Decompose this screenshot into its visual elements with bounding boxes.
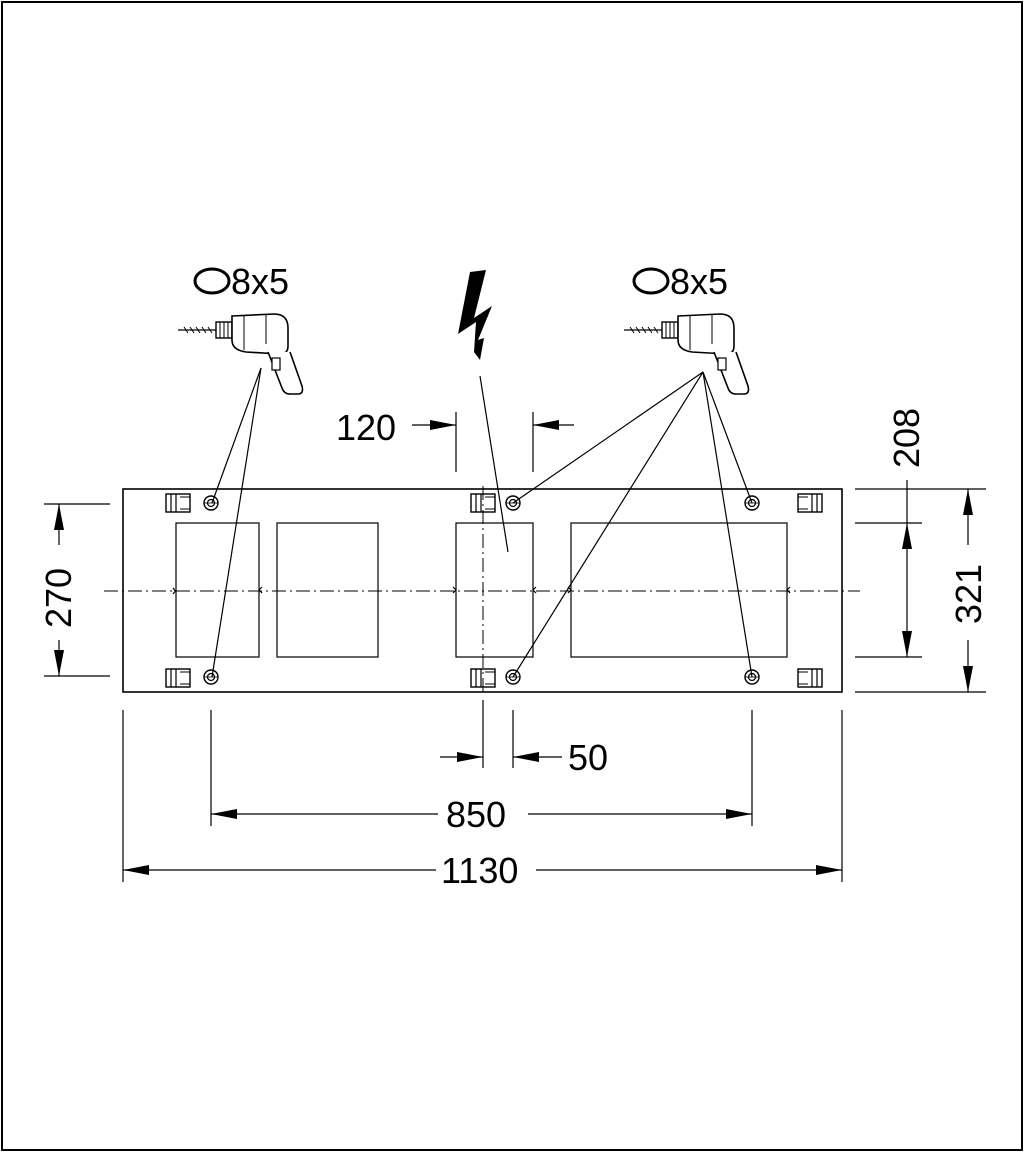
drill-label-right: 8x5: [670, 261, 728, 302]
oval-hole-icon: [193, 267, 231, 295]
svg-text:1130: 1130: [441, 850, 518, 891]
clip-icon: [797, 668, 823, 688]
dimension-208: 208: [855, 408, 986, 693]
cutout-2: [276, 522, 379, 658]
svg-text:850: 850: [446, 794, 506, 835]
cutout-3: [455, 522, 534, 658]
dimension-50: 50: [440, 737, 608, 778]
leader-lines-left: [211, 367, 262, 678]
drill-callout-right: 8x5: [623, 261, 750, 395]
drill-callout-left: 8x5: [177, 261, 304, 395]
svg-text:120: 120: [336, 407, 396, 448]
svg-text:208: 208: [886, 408, 927, 468]
lightning-bolt-icon: [458, 270, 492, 360]
screw-icon: [203, 669, 219, 685]
oval-hole-icon: [632, 267, 670, 295]
dimension-321: 321: [948, 489, 989, 692]
clip-icon: [165, 493, 191, 513]
leader-line-electrical: [479, 375, 509, 553]
dimension-120: 120: [336, 407, 574, 472]
cutout-4: [570, 522, 788, 658]
drill-icon: [177, 313, 304, 395]
screw-icon: [203, 495, 219, 511]
dimension-1130: 1130: [123, 850, 842, 891]
dimension-270: 270: [38, 503, 110, 677]
svg-text:50: 50: [568, 737, 608, 778]
svg-text:270: 270: [38, 568, 79, 628]
clip-icon: [165, 668, 191, 688]
extension-lines-bottom: [122, 700, 843, 882]
cutout-1: [175, 522, 260, 658]
drill-label-left: 8x5: [231, 261, 289, 302]
clip-icon: [797, 493, 823, 513]
dimension-850: 850: [211, 794, 752, 835]
svg-text:321: 321: [948, 564, 989, 624]
drill-icon: [623, 313, 750, 395]
leader-lines-right: [512, 371, 753, 678]
